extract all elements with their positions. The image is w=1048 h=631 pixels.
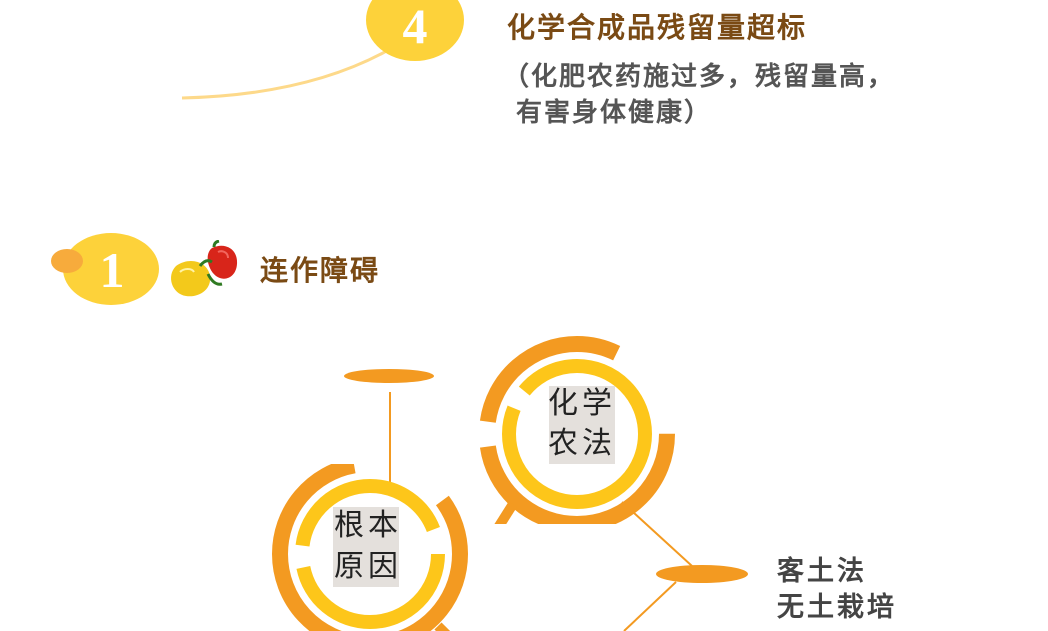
root-cause-label-bg — [333, 507, 399, 587]
connector-line-down — [623, 581, 677, 631]
chemical-method-ring — [479, 336, 675, 524]
chemical-method-line1: 化学 — [548, 386, 616, 421]
step4-badge: 4 — [365, 0, 465, 62]
top-ellipse — [344, 369, 434, 383]
chemical-method-label-bg — [549, 386, 615, 464]
root-cause-line2: 原因 — [334, 549, 402, 584]
step4-desc-line2: 有害身体健康） — [516, 98, 713, 128]
chemical-method-line2: 农法 — [548, 426, 616, 461]
step1-number: 1 — [99, 242, 125, 298]
right-ellipse — [656, 565, 748, 583]
step4-title: 化学合成品残留量超标 — [507, 11, 808, 44]
step4-desc-line1: （化肥农药施过多，残留量高， — [503, 62, 896, 92]
alt-method-1: 客土法 — [777, 556, 867, 587]
pepper-icon — [171, 240, 238, 297]
step1-badge: 1 — [50, 232, 162, 306]
step1-title: 连作障碍 — [260, 254, 381, 287]
step4-number: 4 — [402, 0, 428, 54]
curve-connector — [181, 46, 393, 100]
step4-badge-shape — [366, 0, 464, 61]
root-cause-line1: 根本 — [334, 508, 402, 543]
alt-method-2: 无土栽培 — [777, 592, 897, 623]
step1-badge-shape — [51, 233, 159, 305]
